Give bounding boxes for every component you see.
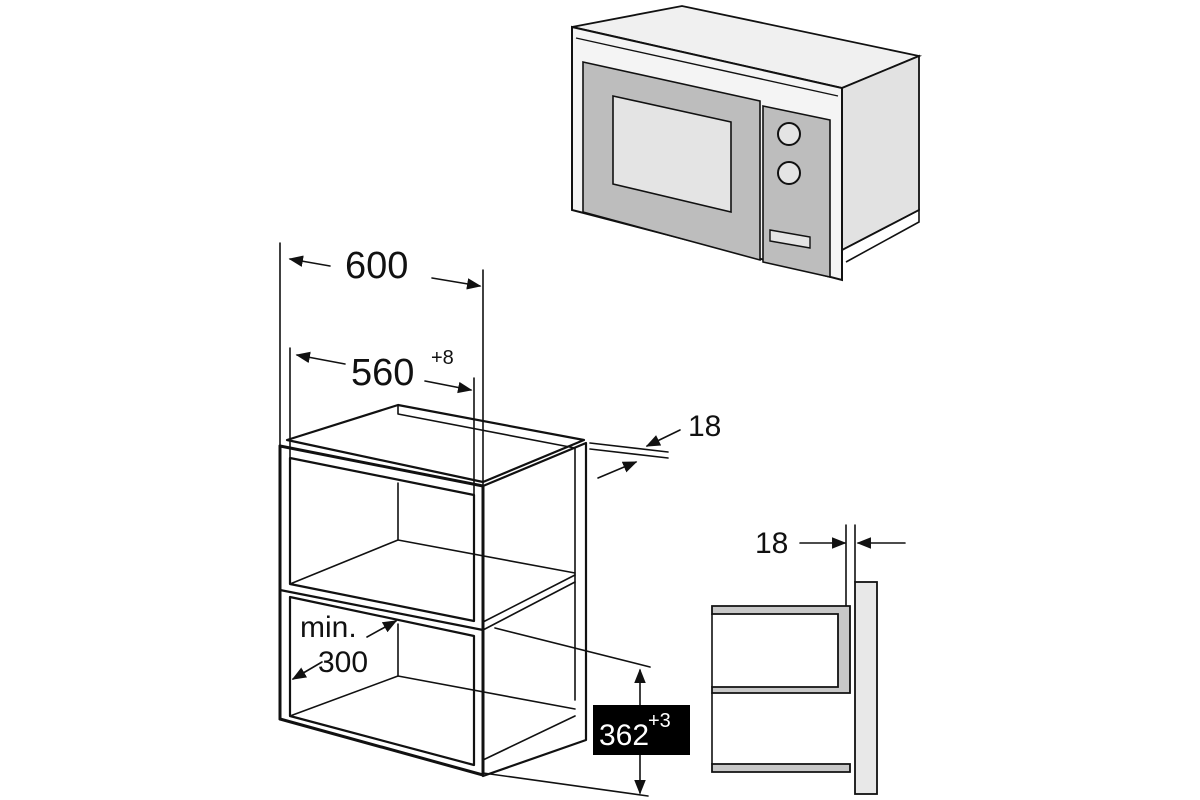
dimension-18-top-label: 18 (688, 410, 721, 443)
dimension-362-box (593, 705, 690, 755)
dimension-362: 362 +3 (593, 668, 690, 795)
dimension-600: 600 (279, 242, 484, 487)
dimension-560-label: 560 (351, 352, 414, 394)
min-label: min. (300, 611, 357, 644)
dimension-18-top: 18 (589, 410, 721, 479)
dimension-560: 560 +8 (289, 347, 475, 496)
dimension-300-label: 300 (318, 646, 368, 679)
dimension-600-label: 600 (345, 245, 408, 287)
cabinet-drawing (278, 403, 651, 797)
dimension-362-tolerance: +3 (648, 710, 671, 732)
dimension-362-label: 362 (599, 719, 649, 752)
dimension-18-side-label: 18 (755, 527, 788, 560)
dimension-min-300: min. 300 (291, 611, 398, 680)
section-detail: 18 (711, 524, 906, 795)
built-in-microwave-icon (571, 5, 923, 282)
dimension-560-tolerance: +8 (431, 347, 454, 369)
